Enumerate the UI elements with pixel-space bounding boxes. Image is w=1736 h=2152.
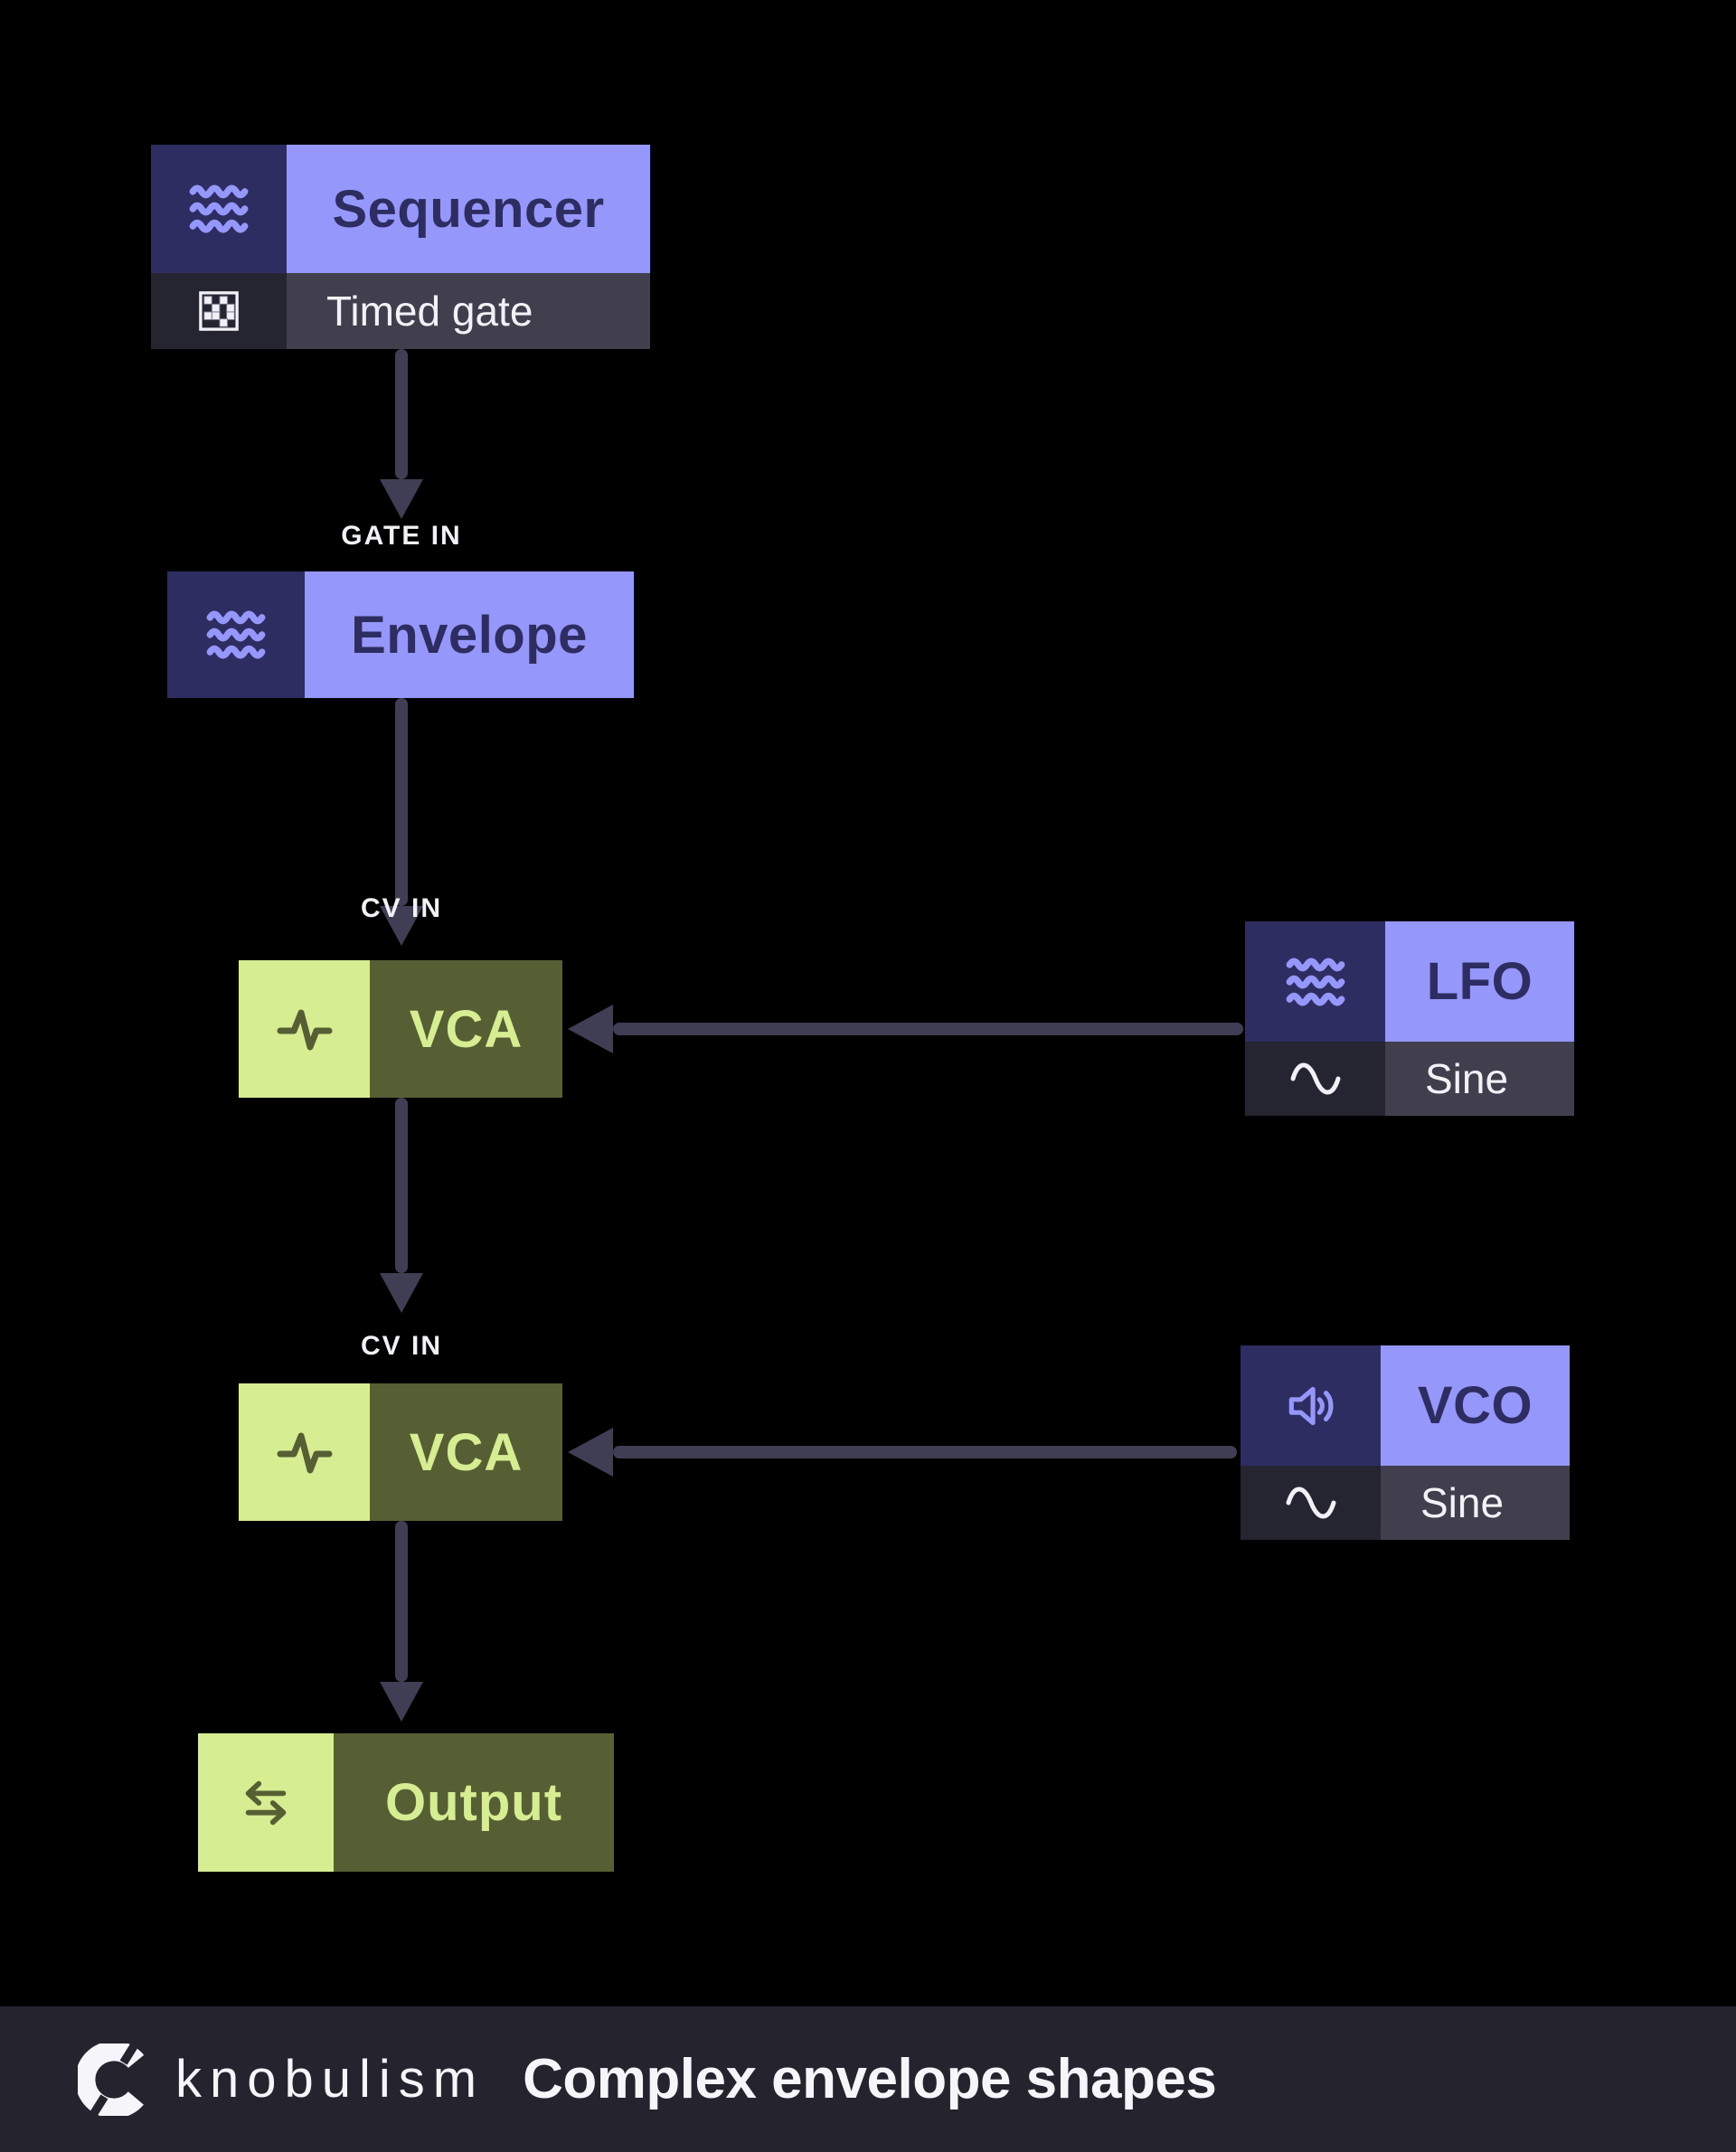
arrow-down-icon: [380, 479, 423, 519]
node-title: VCO: [1381, 1345, 1570, 1466]
node-subtitle: Timed gate: [287, 273, 650, 349]
node-vca-1: VCA: [239, 960, 562, 1098]
node-title: LFO: [1385, 921, 1574, 1042]
node-sequencer: Sequencer Timed gate: [151, 145, 650, 349]
node-envelope: Envelope: [167, 571, 634, 698]
waves-icon: [167, 571, 305, 698]
node-vca-2: VCA: [239, 1383, 562, 1521]
arrow-left-icon: [568, 1428, 613, 1477]
sine-wave-icon: [1245, 1042, 1385, 1116]
node-title: Output: [334, 1733, 614, 1872]
node-subtitle: Sine: [1381, 1466, 1570, 1540]
node-title: Envelope: [305, 571, 634, 698]
arrow-sequencer-to-envelope-line: [395, 349, 408, 479]
arrow-left-icon: [568, 1005, 613, 1053]
dither-grid-icon: [151, 273, 287, 349]
arrow-down-icon: [380, 906, 423, 946]
arrow-vca-to-vca-line: [395, 1098, 408, 1273]
transfer-arrows-icon: [198, 1733, 334, 1872]
sine-wave-icon: [1241, 1466, 1381, 1540]
gate-in-label: GATE IN: [341, 521, 462, 551]
arrow-vco-to-vca-line: [613, 1446, 1237, 1458]
node-output: Output: [198, 1733, 614, 1872]
speaker-icon: [1241, 1345, 1381, 1466]
cv-in-label: CV IN: [360, 893, 442, 923]
cv-in-label: CV IN: [360, 1331, 442, 1361]
arrow-vca-to-output-line: [395, 1521, 408, 1682]
node-title: VCA: [370, 1383, 562, 1521]
diagram-title: Complex envelope shapes: [523, 2048, 1217, 2110]
knob-logo-icon: [78, 2043, 150, 2116]
pulse-icon: [239, 1383, 370, 1521]
arrow-lfo-to-vca-line: [613, 1023, 1243, 1035]
pulse-icon: [239, 960, 370, 1098]
arrow-envelope-to-vca-line: [395, 698, 408, 906]
node-lfo: LFO Sine: [1245, 921, 1574, 1116]
footer-bar: knobulism Complex envelope shapes: [0, 2006, 1736, 2152]
brand-name: knobulism: [175, 2050, 486, 2109]
waves-icon: [1245, 921, 1385, 1042]
node-vco: VCO Sine: [1241, 1345, 1570, 1540]
node-subtitle: Sine: [1385, 1042, 1574, 1116]
waves-icon: [151, 145, 287, 273]
node-title: Sequencer: [287, 145, 650, 273]
arrow-down-icon: [380, 1682, 423, 1722]
node-title: VCA: [370, 960, 562, 1098]
arrow-down-icon: [380, 1273, 423, 1313]
